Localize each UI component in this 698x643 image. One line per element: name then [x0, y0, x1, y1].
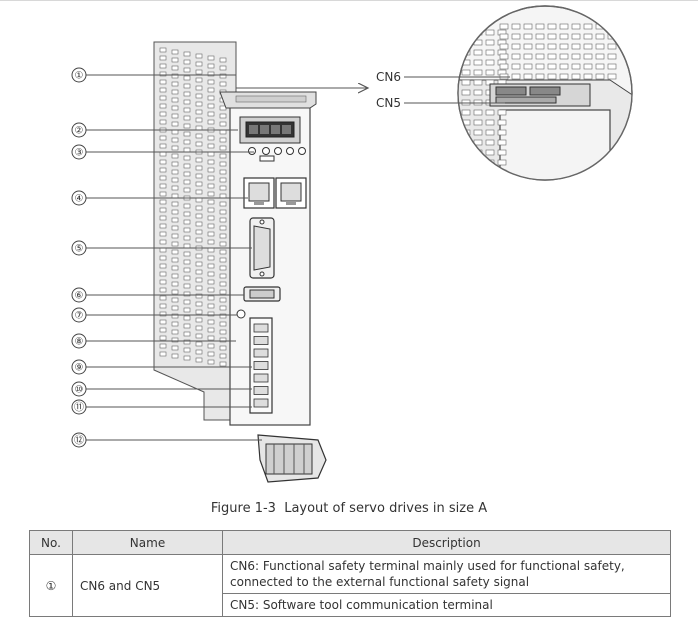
terminal-block	[249, 317, 273, 414]
callout-circle	[71, 381, 87, 397]
leader-lines	[86, 74, 262, 441]
table-row: ① CN6 and CN5 CN6: Functional safety ter…	[29, 554, 671, 617]
callout-number: ③	[75, 148, 84, 159]
description-cn6: CN6: Functional safety terminal mainly u…	[230, 559, 625, 589]
header-description: Description	[222, 530, 671, 555]
callout-circle	[71, 122, 87, 138]
servo-drive-body	[153, 41, 317, 426]
zoom-label-cn5: CN5	[376, 96, 401, 110]
callout-circle	[71, 307, 87, 323]
callout-number: ①	[75, 71, 84, 82]
small-connector	[243, 286, 281, 302]
cell-no: ①	[29, 554, 73, 617]
header-name: Name	[72, 530, 223, 555]
callout-number: ⑦	[75, 311, 84, 322]
callout-number: ⑩	[75, 385, 84, 396]
servo-drive-figure: ① ② ③ ④ ⑤ ⑥ ⑦ ⑧ ⑨ ⑩ ⑪ ⑫ CN6 CN5	[71, 5, 633, 483]
led-display	[239, 116, 301, 144]
callout-number: ⑧	[75, 337, 84, 348]
callout-number: ⑨	[75, 363, 84, 374]
spec-table: No. Name Description ① CN6 and CN5 CN6: …	[29, 530, 671, 617]
callout-number: ②	[75, 126, 84, 137]
figure-caption: Figure 1-3 Layout of servo drives in siz…	[210, 501, 488, 516]
callout-circle	[71, 144, 87, 160]
operation-keys	[248, 147, 306, 162]
callout-circle	[71, 432, 87, 448]
callout-number: ⑫	[74, 435, 84, 447]
callout-circle	[71, 359, 87, 375]
callout-number: ⑥	[75, 291, 84, 302]
callout-circle	[71, 287, 87, 303]
zoom-label-cn6: CN6	[376, 70, 401, 84]
callout-markers: ① ② ③ ④ ⑤ ⑥ ⑦ ⑧ ⑨ ⑩ ⑪ ⑫	[71, 67, 87, 448]
callout-circle	[71, 333, 87, 349]
top-rule	[0, 0, 698, 1]
callout-circle	[71, 399, 87, 415]
bottom-connector	[257, 434, 327, 483]
table-header-row: No. Name Description	[29, 530, 671, 555]
callout-circle	[71, 190, 87, 206]
callout-number: ⑤	[75, 244, 84, 255]
callout-number: ④	[75, 194, 84, 205]
zoom-detail: CN6 CN5	[376, 5, 633, 181]
callout-circle	[71, 240, 87, 256]
description-cn5: CN5: Software tool communication termina…	[223, 593, 670, 616]
callout-number: ⑪	[74, 402, 84, 414]
cell-description: CN6: Functional safety terminal mainly u…	[222, 554, 671, 617]
header-no: No.	[29, 530, 73, 555]
vent-slots	[159, 47, 227, 367]
rj45-ports	[243, 177, 307, 209]
callout-circle	[71, 67, 87, 83]
db-connector	[249, 217, 275, 279]
ground-screw	[236, 309, 246, 319]
cell-name: CN6 and CN5	[72, 554, 223, 617]
